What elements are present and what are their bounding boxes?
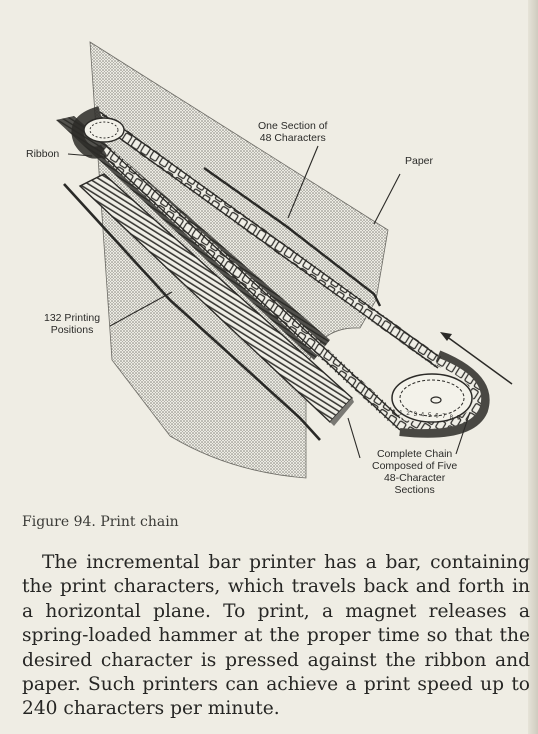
section-label: One Section of 48 Characters [258, 120, 327, 144]
ribbon-label: Ribbon [26, 148, 59, 160]
chain-character: 7 [442, 414, 446, 420]
chain-character: 5 [428, 413, 432, 419]
chain-front-run [99, 145, 405, 429]
scan-edge [528, 0, 538, 734]
chain-back-run [96, 113, 442, 367]
ribbon-label-text: Ribbon [26, 148, 60, 160]
paper-sheet [89, 41, 389, 479]
paper-leader [373, 173, 401, 225]
hammer-bracket [63, 183, 321, 441]
body-paragraph: The incremental bar printer has a bar, c… [22, 552, 530, 720]
ribbon-leader [67, 153, 93, 157]
section-bracket [203, 167, 382, 307]
chain-character: 2 [406, 411, 410, 417]
positions-label: 132 Printing Positions [44, 312, 100, 336]
chain-label-line-1: Complete Chain [376, 448, 453, 460]
paper-label: Paper [405, 155, 433, 167]
section-label-line-1: One Section of [258, 120, 328, 132]
chain-character: 8 [450, 415, 454, 421]
chain-character: 0 [392, 410, 396, 416]
section-leader [287, 145, 319, 219]
right-sprocket [391, 373, 473, 423]
figure-caption: Figure 94. Print chain [22, 514, 179, 530]
section-label-line-2: 48 Characters [259, 132, 326, 144]
positions-leader [109, 291, 173, 327]
chain-leader-2 [347, 417, 361, 459]
chain-label-line-4: Sections [394, 484, 435, 496]
chain-character: 4 [421, 412, 425, 418]
positions-label-line-1: 132 Printing [44, 312, 101, 324]
chain-character: 6 [435, 414, 439, 420]
chain-character: 3 [414, 412, 418, 418]
chain-character: 1 [399, 411, 403, 417]
chain-leader [455, 411, 471, 455]
chain-character: 9 [457, 415, 461, 421]
hammer-bank-edge [330, 398, 354, 426]
chain-label: Complete Chain Composed of Five 48-Chara… [372, 448, 457, 496]
chain-label-line-3: 48-Character [383, 472, 446, 484]
direction-arrow [440, 332, 513, 385]
left-sprocket [83, 117, 125, 143]
paper-label-text: Paper [405, 155, 434, 167]
positions-label-line-2: Positions [50, 324, 94, 336]
chain-label-line-2: Composed of Five [372, 460, 458, 472]
